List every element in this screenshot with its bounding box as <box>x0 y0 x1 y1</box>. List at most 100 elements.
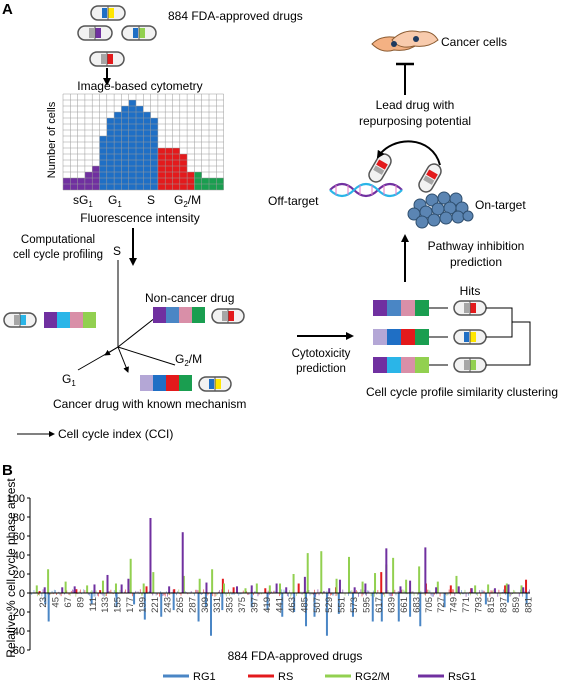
histogram-cell <box>114 160 122 166</box>
panel-b-label: B <box>2 462 13 479</box>
x-tick-label: 617 <box>374 597 385 613</box>
y-tick-label: 60 <box>13 531 25 543</box>
histogram-cell <box>106 118 115 124</box>
x-tick-label: 67 <box>63 597 74 608</box>
histogram-cell <box>114 166 122 172</box>
phase-label-s: S <box>147 193 155 207</box>
histogram-cell <box>99 160 107 166</box>
phase-label-g1: G1 <box>108 193 122 209</box>
x-tick-label: 133 <box>100 597 111 613</box>
histogram-cell <box>128 178 136 184</box>
histogram-cell <box>209 178 217 184</box>
histogram-cell <box>128 160 136 166</box>
dna-helix-icon <box>329 182 403 198</box>
legend-label: RG1 <box>193 671 216 683</box>
hit-profile-1 <box>373 300 429 316</box>
histogram-cell <box>201 178 209 184</box>
non-cancer-drug-label: Non-cancer drug <box>145 291 234 305</box>
histogram-cell <box>150 136 158 142</box>
x-tick-label: 45 <box>50 597 61 608</box>
cci-label: Cell cycle index (CCI) <box>58 427 173 441</box>
histogram-cell <box>128 136 136 142</box>
x-tick-label: 397 <box>250 597 261 613</box>
histogram-cell <box>136 148 144 154</box>
histogram-cell <box>157 166 166 172</box>
capsule-unknown <box>3 312 37 328</box>
histogram-cell <box>150 172 158 178</box>
histogram-cell <box>187 178 195 184</box>
x-tick-label: 507 <box>312 597 323 613</box>
profiling-label-2: cell cycle profiling <box>13 249 103 261</box>
histogram-cell <box>121 112 129 118</box>
off-target-label: Off-target <box>268 194 319 208</box>
histogram-cell <box>165 154 173 160</box>
histogram-cell <box>99 142 107 148</box>
histogram-cell <box>179 184 188 190</box>
x-tick-label: 793 <box>474 597 485 613</box>
capsule <box>90 5 126 21</box>
x-tick-label: 375 <box>237 597 248 613</box>
histogram-cell <box>128 130 136 136</box>
series-rs <box>38 572 528 593</box>
hit-capsule-3 <box>453 357 487 373</box>
histogram-cell <box>92 178 100 184</box>
hit-capsule-1 <box>453 300 487 316</box>
histogram-x-axis-label: Fluorescence intensity <box>80 211 199 225</box>
x-tick-label: 353 <box>225 597 236 613</box>
histogram-cell <box>121 118 129 124</box>
histogram-cell <box>187 184 195 190</box>
histogram-cell <box>114 148 122 154</box>
histogram-cell <box>121 178 129 184</box>
histogram-cell <box>128 124 136 130</box>
series-rsg1 <box>43 517 525 593</box>
histogram-cell <box>92 184 100 190</box>
hits-label: Hits <box>460 284 481 298</box>
histogram-cell <box>157 160 166 166</box>
histogram-cell <box>114 154 122 160</box>
legend-label: RG2/M <box>355 671 390 683</box>
axis-label-s: S <box>113 244 121 258</box>
protein-icon <box>407 191 474 229</box>
x-tick-label: 661 <box>399 597 410 613</box>
on-target-label: On-target <box>475 198 526 212</box>
histogram-cell <box>143 184 151 190</box>
profile-bar-unknown <box>44 312 96 328</box>
histogram-cell <box>157 178 166 184</box>
histogram-cell <box>114 112 122 118</box>
histogram-cell <box>201 184 209 190</box>
histogram-cell <box>106 184 115 190</box>
histogram-cell <box>128 172 136 178</box>
histogram-cell <box>121 160 129 166</box>
histogram-cell <box>114 178 122 184</box>
histogram-cell <box>157 172 166 178</box>
histogram-cell <box>136 130 144 136</box>
histogram-cell <box>121 172 129 178</box>
x-tick-label: 199 <box>138 597 149 613</box>
histogram-cell <box>143 130 151 136</box>
histogram-cell <box>179 178 188 184</box>
capsule-non-cancer <box>211 308 245 324</box>
cytotoxicity-label-2: prediction <box>296 363 346 375</box>
histogram-cell <box>128 154 136 160</box>
x-tick-label: 595 <box>362 597 373 613</box>
histogram-cell <box>114 142 122 148</box>
histogram-cell <box>63 178 71 184</box>
histogram-cell <box>150 178 158 184</box>
histogram-y-axis-label: Number of cells <box>46 101 58 178</box>
x-tick-label: 837 <box>498 597 509 613</box>
y-tick-label: 100 <box>7 493 25 505</box>
histogram-cell <box>114 118 122 124</box>
histogram-cell <box>165 172 173 178</box>
histogram-cell <box>172 166 180 172</box>
cytotoxicity-label-1: Cytotoxicity <box>292 348 351 360</box>
histogram-cell <box>136 178 144 184</box>
histogram-cell <box>128 118 136 124</box>
histogram-cell <box>99 154 107 160</box>
cancer-drug-label: Cancer drug with known mechanism <box>53 397 246 411</box>
histogram-cell <box>128 112 136 118</box>
cancer-cells-icon <box>371 30 439 52</box>
histogram-cell <box>106 130 115 136</box>
histogram-cell <box>143 166 151 172</box>
histogram-cell <box>63 184 71 190</box>
